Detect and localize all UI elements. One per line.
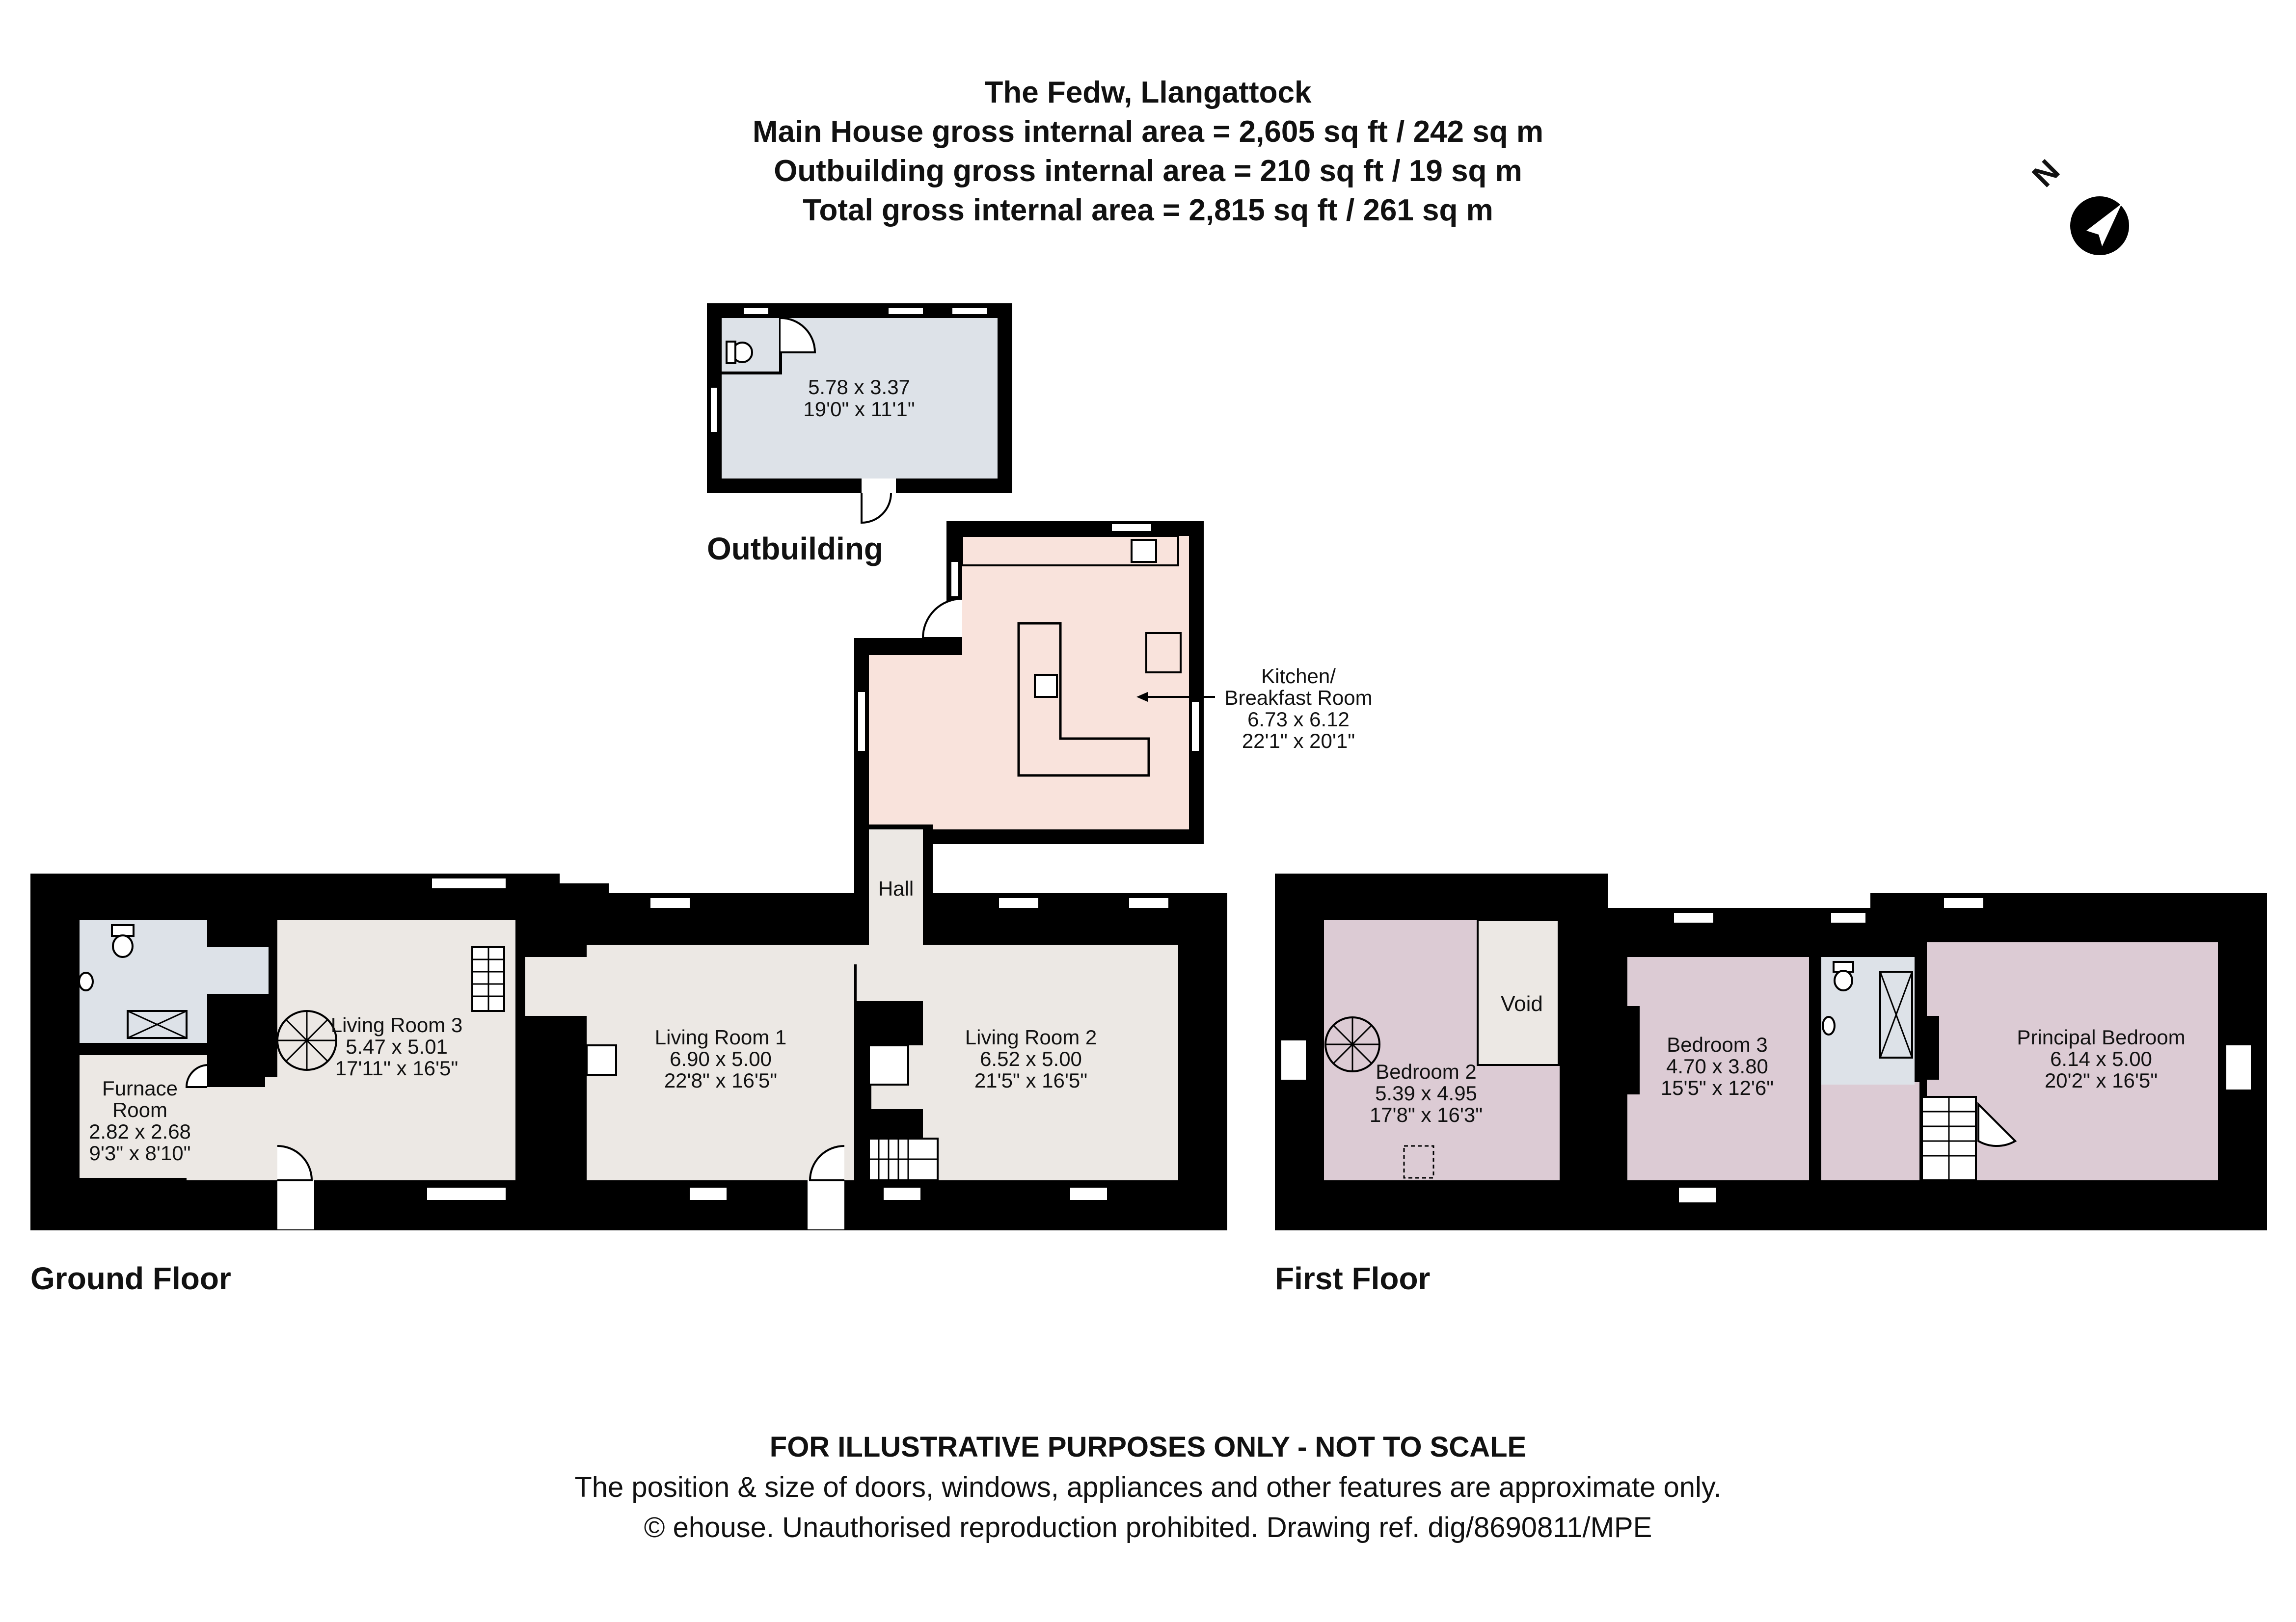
principal-dims-metric: 6.14 x 5.00 [2050,1047,2152,1070]
total-area: Total gross internal area = 2,815 sq ft … [803,193,1493,227]
furnace-room [80,1055,207,1178]
copyright: © ehouse. Unauthorised reproduction proh… [644,1512,1652,1543]
furnace-dims-imperial: 9'3" x 8'10" [89,1142,191,1165]
kitchen-dims-imperial: 22'1" x 20'1" [1242,729,1355,752]
bedroom3-dims-imperial: 15'5" x 12'6" [1661,1076,1774,1099]
living3-dims-metric: 5.47 x 5.01 [346,1035,448,1058]
fireplace-icon [868,1044,909,1086]
first-floor: Void [1275,874,2267,1230]
ground-floor-label: Ground Floor [30,1261,231,1296]
kitchen-wing: Kitchen/ Breakfast Room 6.73 x 6.12 22'1… [854,521,1373,844]
toilet-icon [1834,970,1853,991]
bedroom2-dims-imperial: 17'8" x 16'3" [1370,1103,1483,1126]
furnace-name-line2: Room [112,1098,167,1121]
living1-dims-imperial: 22'8" x 16'5" [664,1069,777,1092]
plan-title: The Fedw, Llangattock [984,76,1312,109]
outbuilding-area: Outbuilding gross internal area = 210 sq… [774,154,1522,188]
living1-name: Living Room 1 [655,1026,786,1049]
sink-icon [1034,674,1058,698]
shower-icon [1879,971,1913,1059]
outbuilding: 5.78 x 3.37 19'0" x 11'1" [707,303,1012,524]
living3-dims-imperial: 17'11" x 16'5" [335,1057,459,1080]
stove-icon [586,1044,617,1076]
kitchen-room [869,536,1189,829]
disclaimer: FOR ILLUSTRATIVE PURPOSES ONLY - NOT TO … [769,1431,1527,1463]
first-floor-label: First Floor [1275,1261,1431,1296]
approx-note: The position & size of doors, windows, a… [574,1471,1722,1503]
main-house-area: Main House gross internal area = 2,605 s… [753,115,1543,149]
kitchen-dims-metric: 6.73 x 6.12 [1247,708,1350,731]
furnace-name-line1: Furnace [102,1077,178,1100]
bedroom3-dims-metric: 4.70 x 3.80 [1666,1055,1768,1078]
void-label: Void [1501,992,1543,1016]
outbuilding-label: Outbuilding [707,531,883,566]
compass-n-label: N [2025,153,2066,194]
living2-dims-imperial: 21'5" x 16'5" [974,1069,1087,1092]
bedroom2-name: Bedroom 2 [1376,1060,1476,1083]
outbuilding-room [722,318,998,479]
loft-hatch [1403,1145,1434,1179]
ground-floor: Hall [30,829,1227,1230]
north-compass-icon: N [2025,153,2129,255]
kitchen-name-line1: Kitchen/ [1261,665,1336,688]
hall-label: Hall [878,877,914,900]
bedroom3-name: Bedroom 3 [1667,1033,1767,1056]
basin-icon [78,972,94,991]
hall-room [869,829,923,957]
kitchen-name-line2: Breakfast Room [1224,686,1372,709]
toilet-icon [112,934,134,958]
shower-tray-icon [127,1010,188,1039]
living2-name: Living Room 2 [965,1026,1097,1049]
living1-dims-metric: 6.90 x 5.00 [670,1047,772,1070]
outbuilding-dims-metric: 5.78 x 3.37 [808,375,910,399]
void-area [1477,919,1560,1066]
bedroom-3 [1627,957,1809,1180]
living2-dims-metric: 6.52 x 5.00 [980,1047,1082,1070]
kitchen-island [1017,622,1150,777]
living-room-1 [587,945,854,1180]
outbuilding-dims-imperial: 19'0" x 11'1" [803,398,915,421]
basin-icon [1822,1016,1836,1036]
living3-name: Living Room 3 [331,1013,462,1037]
principal-dims-imperial: 20'2" x 16'5" [2045,1069,2158,1092]
hob-icon [1131,539,1157,563]
living-room-2 [923,945,1178,1180]
furnace-dims-metric: 2.82 x 2.68 [89,1120,191,1143]
bedroom2-dims-metric: 5.39 x 4.95 [1375,1082,1477,1105]
principal-name: Principal Bedroom [2017,1026,2185,1049]
